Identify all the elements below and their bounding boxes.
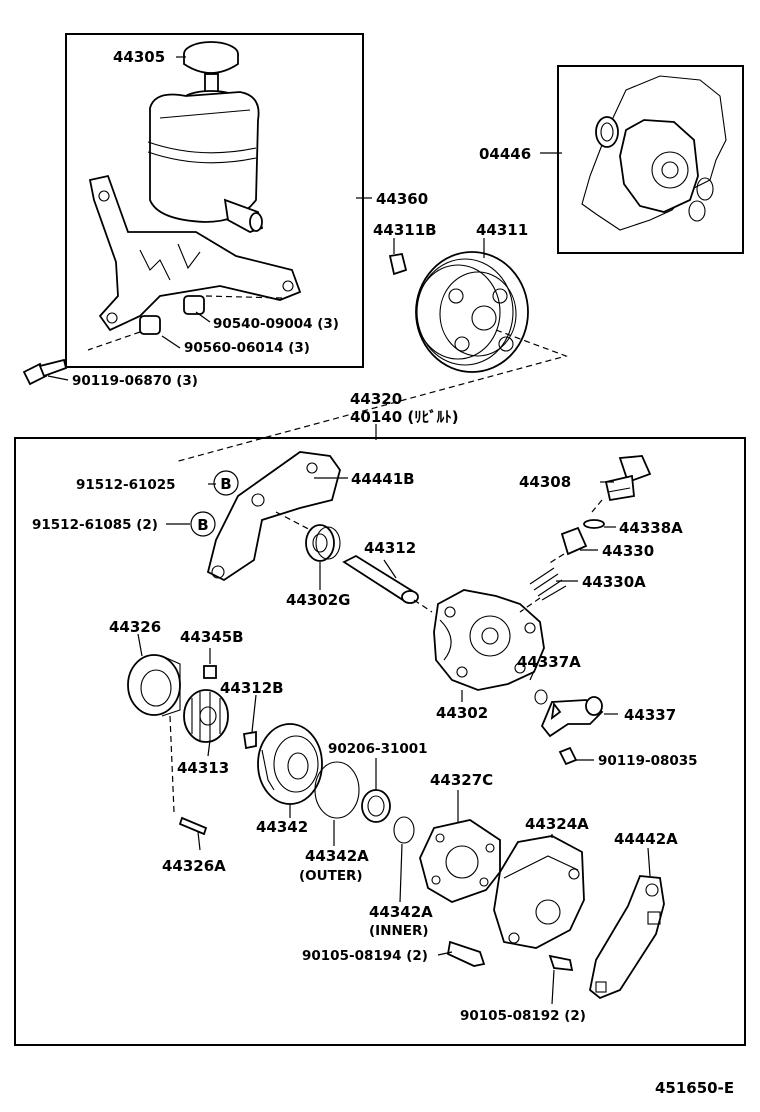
gasket-kit-illustration	[581, 75, 727, 231]
label-44320: 44320	[350, 390, 402, 408]
label-90540-09004: 90540-09004 (3)	[213, 316, 339, 332]
pump-assembly-box	[14, 437, 746, 1046]
pin-44326a-illustration	[178, 816, 208, 836]
pin-44312b-illustration	[242, 730, 257, 750]
shaft-44312-illustration	[342, 554, 433, 613]
reservoir-tank-illustration	[87, 41, 302, 351]
label-44360: 44360	[376, 190, 428, 208]
label-44312: 44312	[364, 539, 416, 557]
label-04446: 04446	[479, 145, 531, 163]
label-44312b: 44312B	[220, 679, 284, 697]
label-44326: 44326	[109, 618, 161, 636]
svg-text:B: B	[197, 516, 208, 534]
bracket-44442a-illustration	[589, 875, 665, 1000]
leader-lines	[47, 56, 651, 1005]
label-44330: 44330	[602, 542, 654, 560]
valve-44330-illustration	[547, 526, 588, 565]
svg-text:B: B	[220, 475, 231, 493]
bolt-90119-08035-illustration	[558, 746, 578, 766]
label-44305: 44305	[113, 48, 165, 66]
bolt-90105-08192-illustration	[548, 954, 574, 972]
connector-44337-illustration	[540, 696, 604, 738]
label-40140: 40140 (ﾘﾋﾞﾙﾄ)	[350, 408, 459, 426]
callout-b-2: B	[190, 511, 216, 537]
label-44330a: 44330A	[582, 573, 646, 591]
pump-body-44302-illustration	[433, 589, 545, 691]
label-44338a: 44338A	[619, 519, 683, 537]
label-44441b: 44441B	[351, 470, 415, 488]
label-90119-06870: 90119-06870 (3)	[72, 373, 198, 389]
label-44302g: 44302G	[286, 591, 351, 609]
label-44313: 44313	[177, 759, 229, 777]
label-90119-08035: 90119-08035	[598, 753, 698, 769]
bracket-44441b-illustration	[206, 451, 341, 582]
label-44342a-inner: 44342A	[369, 903, 433, 921]
o-ring-44338a-illustration	[583, 519, 605, 529]
cam-ring-44326-illustration	[127, 654, 181, 813]
label-inner: (INNER)	[369, 923, 429, 939]
label-outer: (OUTER)	[299, 868, 363, 884]
o-ring-inner-illustration	[393, 816, 415, 844]
label-90206-31001: 90206-31001	[328, 741, 428, 757]
label-91512-61085: 91512-61085 (2)	[32, 517, 158, 533]
label-44337: 44337	[624, 706, 676, 724]
label-44327c: 44327C	[430, 771, 493, 789]
label-90560-06014: 90560-06014 (3)	[184, 340, 310, 356]
o-ring-outer-illustration	[314, 761, 360, 819]
gasket-kit-box	[557, 65, 744, 254]
rear-housing-44324a-illustration	[493, 835, 585, 949]
bearing-44302g-illustration	[305, 524, 341, 562]
pulley-illustration	[174, 251, 568, 463]
reservoir-group-box	[65, 33, 364, 368]
label-44326a: 44326A	[162, 857, 226, 875]
pressure-plate-44342-illustration	[257, 723, 323, 805]
callout-b-1: B	[213, 470, 239, 496]
label-44337a: 44337A	[517, 653, 581, 671]
label-44311: 44311	[476, 221, 528, 239]
label-44308: 44308	[519, 473, 571, 491]
spring-44330a-illustration	[519, 567, 567, 613]
label-90105-08194: 90105-08194 (2)	[302, 948, 428, 964]
label-44311b: 44311B	[373, 221, 437, 239]
label-44342: 44342	[256, 818, 308, 836]
pin-44345b-illustration	[203, 665, 217, 679]
bolt-90119-06870-illustration	[22, 358, 68, 386]
label-44345b: 44345B	[180, 628, 244, 646]
rotor-44313-illustration	[183, 689, 229, 743]
bolt-90105-08194-illustration	[446, 940, 486, 967]
gasket-44327c-illustration	[419, 819, 501, 903]
illustration-number: 451650-E	[655, 1079, 734, 1097]
label-44442a: 44442A	[614, 830, 678, 848]
o-ring-44337a-illustration	[534, 689, 548, 705]
union-fitting-44308-illustration	[591, 455, 652, 513]
label-44342a-outer: 44342A	[305, 847, 369, 865]
label-44324a: 44324A	[525, 815, 589, 833]
snap-ring-90206-31001-illustration	[361, 789, 391, 823]
label-91512-61025: 91512-61025	[76, 477, 176, 493]
label-44302: 44302	[436, 704, 488, 722]
label-90105-08192: 90105-08192 (2)	[460, 1008, 586, 1024]
